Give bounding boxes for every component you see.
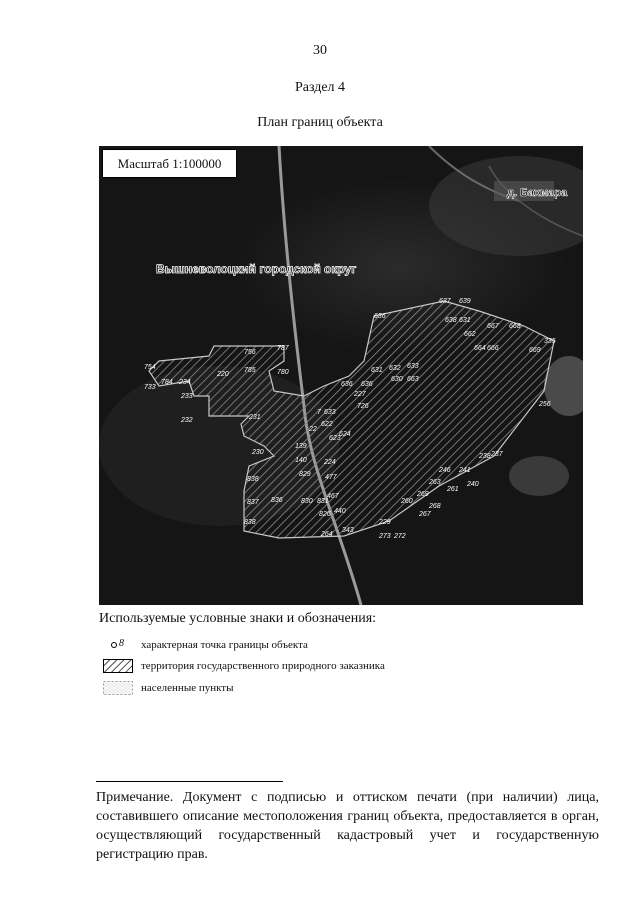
svg-text:240: 240 [466, 481, 479, 488]
svg-text:837: 837 [247, 499, 260, 506]
footnote-text: Примечание. Документ с подписью и оттиск… [96, 790, 599, 862]
svg-text:664: 664 [474, 345, 486, 352]
svg-text:477: 477 [325, 474, 338, 481]
section-heading: Раздел 4 [294, 80, 346, 95]
page-number: 30 [313, 43, 327, 58]
svg-text:233: 233 [180, 393, 193, 400]
svg-text:838: 838 [244, 519, 256, 526]
svg-text:662: 662 [464, 331, 476, 338]
map-canvas: д. Бахмара Вышневолоцкий городской округ… [99, 146, 583, 605]
svg-text:624: 624 [339, 431, 351, 438]
svg-text:238: 238 [478, 453, 491, 460]
svg-text:726: 726 [357, 403, 369, 410]
reserve-polygon [148, 300, 555, 539]
svg-text:756: 756 [244, 349, 256, 356]
svg-text:268: 268 [428, 503, 441, 510]
svg-text:622: 622 [321, 421, 333, 428]
legend-item-point: 8 характерная точка границы объекта [103, 638, 308, 652]
svg-text:668: 668 [509, 323, 521, 330]
svg-text:237: 237 [490, 451, 504, 458]
legend-label-settlements: населенные пункты [141, 682, 234, 694]
svg-text:838: 838 [247, 476, 259, 483]
svg-text:836: 836 [271, 497, 283, 504]
legend-label-reserve: территория государственного природного з… [141, 660, 385, 672]
svg-text:139: 139 [295, 443, 307, 450]
svg-text:631: 631 [459, 317, 471, 324]
svg-text:639: 639 [459, 298, 471, 305]
svg-text:343: 343 [342, 527, 354, 534]
svg-text:784: 784 [161, 379, 173, 386]
point-symbol-icon: 8 [103, 638, 133, 652]
svg-text:733: 733 [144, 384, 156, 391]
svg-text:261: 261 [446, 486, 459, 493]
svg-text:241: 241 [458, 467, 471, 474]
svg-text:636: 636 [361, 381, 373, 388]
svg-text:633: 633 [407, 363, 419, 370]
boundary-map: Масштаб 1:100000 д. Бахмара Вышневолоцки… [99, 146, 583, 605]
svg-text:335: 335 [544, 338, 556, 345]
svg-text:754: 754 [144, 364, 156, 371]
svg-text:632: 632 [389, 365, 401, 372]
svg-text:231: 231 [248, 414, 261, 421]
settlement-symbol-icon [103, 681, 133, 695]
svg-text:636: 636 [341, 381, 353, 388]
page-title: План границ объекта [257, 115, 383, 130]
svg-text:264: 264 [320, 531, 333, 538]
svg-text:467: 467 [327, 493, 340, 500]
svg-text:224: 224 [323, 459, 336, 466]
svg-text:829: 829 [299, 471, 311, 478]
svg-text:7: 7 [317, 409, 322, 416]
svg-text:669: 669 [529, 347, 541, 354]
settlement-label: д. Бахмара [507, 187, 568, 199]
svg-text:631: 631 [371, 367, 383, 374]
svg-text:260: 260 [400, 498, 413, 505]
svg-text:230: 230 [251, 449, 264, 456]
svg-text:638: 638 [445, 317, 457, 324]
svg-text:269: 269 [416, 491, 429, 498]
svg-text:667: 667 [487, 323, 500, 330]
svg-text:826: 826 [319, 511, 331, 518]
svg-text:633: 633 [324, 409, 336, 416]
svg-text:666: 666 [487, 345, 499, 352]
svg-text:229: 229 [378, 519, 391, 526]
svg-text:637: 637 [439, 298, 452, 305]
svg-text:636: 636 [374, 313, 386, 320]
svg-text:785: 785 [244, 367, 256, 374]
svg-text:780: 780 [277, 369, 289, 376]
svg-text:831: 831 [317, 498, 329, 505]
svg-text:273: 273 [378, 533, 391, 540]
svg-text:232: 232 [180, 417, 193, 424]
svg-text:623: 623 [329, 435, 341, 442]
map-scale: Масштаб 1:100000 [102, 149, 237, 178]
svg-text:263: 263 [428, 479, 441, 486]
legend-label-point: характерная точка границы объекта [141, 639, 308, 651]
svg-text:246: 246 [438, 467, 451, 474]
legend-item-reserve: территория государственного природного з… [103, 659, 385, 673]
svg-text:220: 220 [216, 371, 229, 378]
svg-text:630: 630 [391, 376, 403, 383]
legend-title: Используемые условные знаки и обозначени… [99, 611, 377, 626]
svg-text:140: 140 [295, 457, 307, 464]
svg-text:830: 830 [301, 498, 313, 505]
settlement-area [494, 181, 554, 201]
svg-text:267: 267 [418, 511, 432, 518]
district-label: Вышневолоцкий городской округ [156, 262, 356, 276]
svg-text:787: 787 [277, 345, 290, 352]
svg-text:22: 22 [308, 426, 317, 433]
svg-text:234: 234 [178, 379, 191, 386]
svg-text:256: 256 [538, 401, 551, 408]
svg-text:663: 663 [407, 376, 419, 383]
footnote-divider [96, 781, 283, 782]
svg-text:440: 440 [334, 508, 346, 515]
hatch-symbol-icon [103, 659, 133, 673]
svg-text:272: 272 [393, 533, 406, 540]
legend-item-settlements: населенные пункты [103, 681, 234, 695]
svg-text:227: 227 [353, 391, 367, 398]
